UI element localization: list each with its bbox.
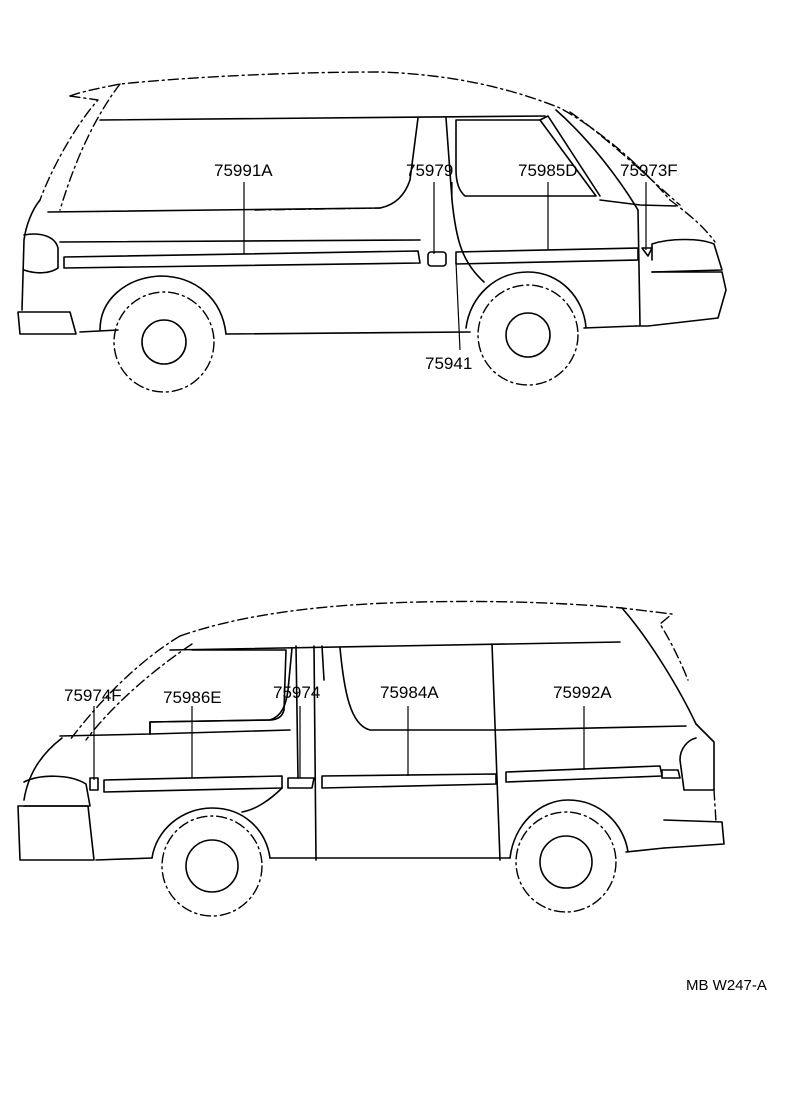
label-75985D: 75985D: [518, 161, 578, 180]
label-75992A: 75992A: [553, 683, 612, 702]
diagram-ref-code: MB W247-A: [686, 977, 767, 994]
label-75973F: 75973F: [620, 161, 678, 180]
van-upper: [17, 71, 727, 393]
label-75991A: 75991A: [214, 161, 273, 180]
label-75979: 75979: [406, 161, 453, 180]
label-75974F: 75974F: [64, 686, 122, 705]
van-lower: [17, 600, 725, 917]
label-75941: 75941: [425, 354, 472, 373]
label-75984A: 75984A: [380, 683, 439, 702]
label-75986E: 75986E: [163, 688, 222, 707]
label-75974: 75974: [273, 683, 320, 702]
